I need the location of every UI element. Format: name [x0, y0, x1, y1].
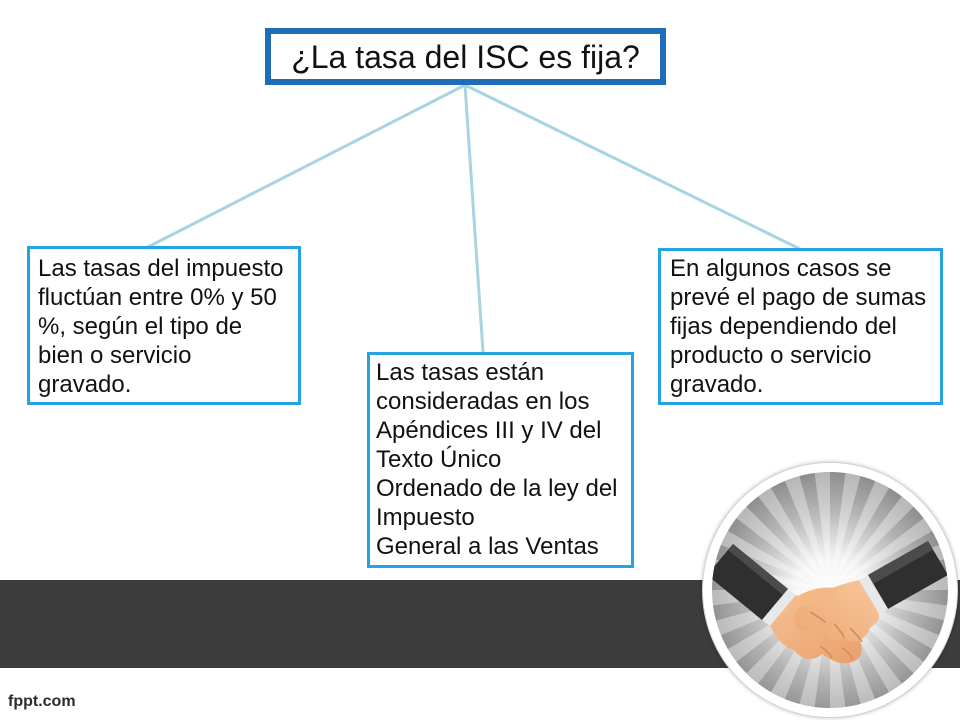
box-text-line: Apéndices III y IV del	[376, 417, 602, 444]
box-text-line: Impuesto	[376, 504, 475, 531]
box-text-line: Texto Único	[376, 446, 502, 473]
title-box: ¿La tasa del ISC es fija?	[265, 28, 666, 85]
box-text-line: prevé el pago de sumas	[670, 284, 927, 311]
connector-line-left	[146, 83, 467, 249]
box-text-line: producto o servicio	[670, 342, 872, 369]
box-text-line: En algunos casos se	[670, 255, 892, 282]
box-text-line: consideradas en los	[376, 388, 590, 415]
brand-logo-text: fppt.com	[8, 693, 76, 710]
rates-range-box: Las tasas del impuesto fluctúan entre 0%…	[27, 246, 301, 405]
box-text-line: General a las Ventas	[376, 533, 599, 560]
box-text-line: %, según el tipo de	[38, 313, 243, 340]
box-text-line: gravado.	[38, 371, 132, 398]
box-text-line: Las tasas están	[376, 359, 545, 386]
appendices-box: Las tasas están consideradas en los Apén…	[367, 352, 634, 568]
fixed-amounts-box: En algunos casos se prevé el pago de sum…	[658, 248, 943, 405]
page-title: ¿La tasa del ISC es fija?	[291, 38, 640, 75]
box-text-line: Las tasas del impuesto	[38, 255, 284, 282]
connector-lines	[146, 83, 802, 354]
box-text-line: bien o servicio	[38, 342, 192, 369]
box-text-line: fijas dependiendo del	[670, 313, 897, 340]
connector-line-right	[463, 83, 802, 251]
box-text-line: gravado.	[670, 371, 764, 398]
box-text-line: Ordenado de la ley del	[376, 475, 618, 502]
box-text-line: fluctúan entre 0% y 50	[38, 284, 277, 311]
handshake-icon	[712, 541, 948, 664]
connector-line-middle	[463, 83, 485, 354]
